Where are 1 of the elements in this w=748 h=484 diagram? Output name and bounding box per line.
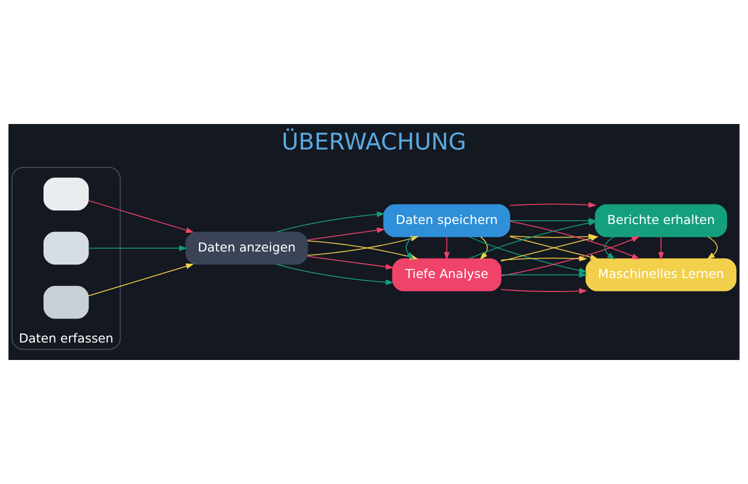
diagram-title: ÜBERWACHUNG: [282, 130, 466, 156]
